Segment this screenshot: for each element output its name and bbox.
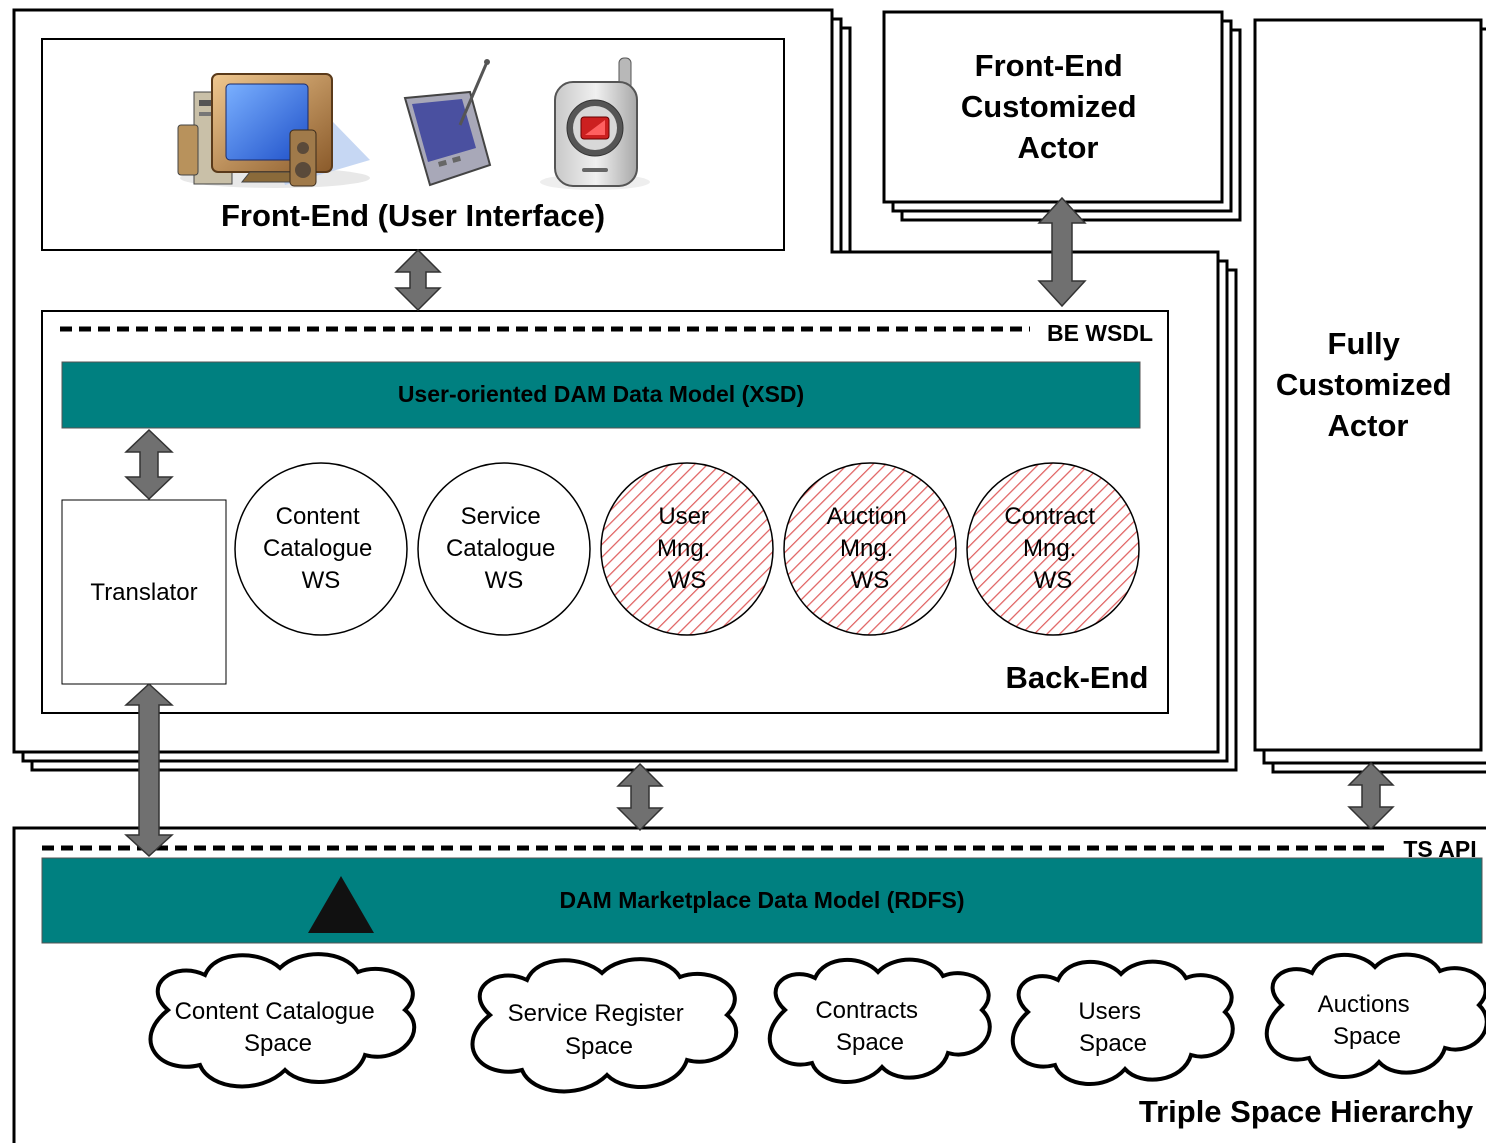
be-wsdl-label: BE WSDL — [1047, 320, 1153, 346]
service-content-catalogue-ws: Content Catalogue WS — [234, 462, 408, 636]
svg-text:Users Space: Users Space — [1078, 998, 1147, 1057]
fe-customized-actor-label: Front-End Customized Actor — [961, 48, 1145, 165]
pda-tablet-icon — [403, 59, 492, 187]
svg-text:Auction Mng. W: Auction Mng. WS — [827, 503, 914, 594]
translator-label: Translator — [90, 579, 197, 606]
svg-text:Contract Mng.: Contract Mng. WS — [1004, 503, 1101, 594]
service-service-catalogue-ws: Service Catalogue WS — [417, 462, 591, 636]
marketplace-data-model-bar — [41, 857, 1483, 944]
translator-box — [61, 499, 227, 685]
triple-space-title: Triple Space Hierarchy — [1139, 1094, 1474, 1129]
space-users: Users Space — [1010, 959, 1235, 1086]
space-service-register: Service Register Space — [470, 957, 739, 1094]
arrow-translator-tsapi — [124, 682, 174, 858]
back-end-title: Back-End — [1006, 660, 1149, 695]
service-contract-mng-ws: Contract Mng. WS — [966, 462, 1140, 636]
arrow-datamodel-translator — [124, 428, 174, 501]
triangle-marker-icon — [308, 876, 374, 933]
service-user-mng-ws: User Mng. WS — [600, 462, 774, 636]
front-end-title: Front-End (User Interface) — [221, 198, 605, 233]
triple-space-box: TS API DAM Marketplace Data Model (RDFS)… — [12, 826, 1486, 1148]
mobile-phone-icon — [540, 57, 650, 190]
marketplace-data-model-label: DAM Marketplace Data Model (RDFS) — [559, 887, 964, 913]
svg-text:Service Register Space: Service Register Space — [508, 1000, 691, 1060]
arrow-frontend-backend — [394, 248, 442, 312]
svg-text:Auctions Space: Auctions Space — [1318, 991, 1417, 1050]
space-content-catalogue: Content Catalogue Space — [148, 952, 417, 1089]
svg-text:Content Catalogue: Content Catalogue WS — [263, 503, 379, 594]
space-auctions: Auctions Space — [1264, 952, 1486, 1079]
user-oriented-data-model-bar — [61, 361, 1141, 429]
arrow-fullactor-triplespace — [1347, 761, 1395, 831]
svg-text:User Mng. WS: User Mng. WS — [657, 503, 717, 594]
arrow-backend-triplespace — [616, 762, 664, 832]
svg-text:Service Catalogue: Service Catalogue WS — [446, 503, 562, 594]
fully-customized-actor-box: Fully Customized Actor — [1253, 18, 1486, 774]
back-end-box: BE WSDL User-oriented DAM Data Model (XS… — [41, 310, 1169, 714]
fe-customized-actor-box: Front-End Customized Actor — [882, 10, 1242, 222]
desktop-computer-icon — [177, 73, 370, 188]
space-contracts: Contracts Space — [767, 957, 992, 1084]
front-end-ui-box: Front-End (User Interface) — [41, 38, 785, 251]
svg-text:Contracts Space: Contracts Space — [815, 997, 924, 1056]
user-oriented-data-model-label: User-oriented DAM Data Model (XSD) — [398, 381, 804, 407]
arrow-fe-actor-wsdl — [1037, 196, 1087, 308]
svg-text:Content Catalogue Spac: Content Catalogue Space — [175, 998, 382, 1057]
fully-customized-actor-label: Fully Customized Actor — [1276, 326, 1460, 443]
service-auction-mng-ws: Auction Mng. WS — [783, 462, 957, 636]
